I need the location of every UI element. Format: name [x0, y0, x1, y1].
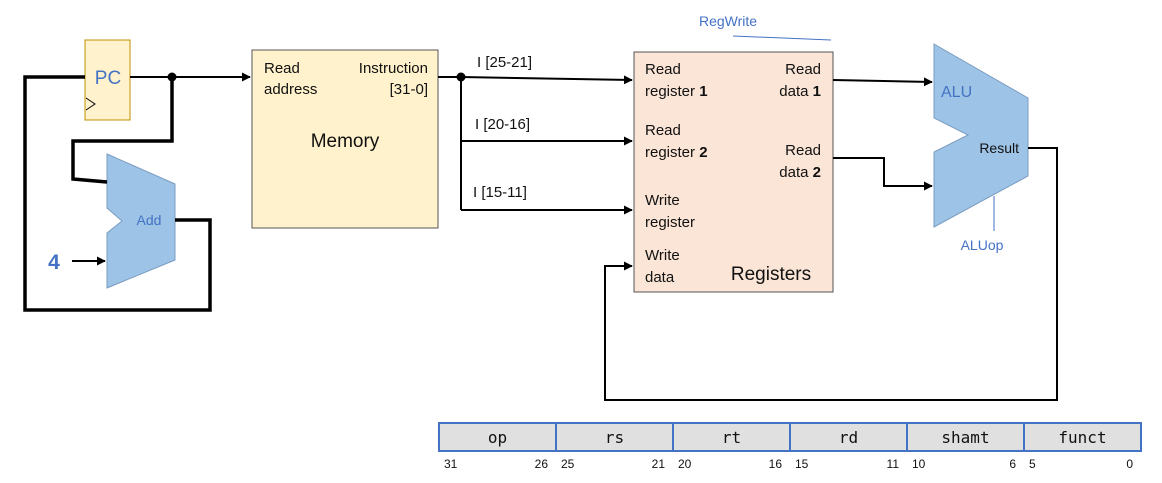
registers-box: [633, 51, 834, 293]
field-low-bit-rt: 16: [769, 457, 783, 471]
field-name-op: op: [488, 428, 507, 447]
read-data-1-wire: [832, 77, 933, 87]
field-cell-rd: [789, 422, 908, 452]
field-high-bit-shamt: 10: [912, 457, 926, 471]
aluop-label: ALUop: [961, 237, 1004, 253]
field-cell-shamt: [906, 422, 1025, 452]
pc-register: PC: [84, 39, 131, 121]
adder-label: Add: [137, 212, 162, 228]
alu-label: ALU: [941, 84, 972, 101]
pc-label: PC: [95, 68, 121, 89]
field-name-shamt: shamt: [941, 428, 989, 447]
read-register-1-label-a: Read: [645, 61, 681, 78]
read-data-1-number: 1: [813, 83, 821, 100]
field-low-bit-rs: 21: [652, 457, 666, 471]
field-low-bit-rd: 11: [887, 457, 900, 471]
registers-title: Registers: [731, 264, 811, 285]
wire-label-25-21: I [25-21]: [477, 54, 532, 71]
read-data-2-label-b: data 2: [779, 164, 821, 181]
field-high-bit-op: 31: [444, 457, 458, 471]
adder-shape: [106, 153, 176, 289]
field-name-rt: rt: [722, 428, 741, 447]
result-writeback-wire: [604, 147, 1058, 401]
read-register-2-label-b: register 2: [645, 144, 708, 161]
instruction-label-1: Instruction: [359, 60, 428, 77]
adder: Add 4: [48, 153, 176, 289]
pc-box: [84, 39, 131, 121]
read-register-1-number: 1: [699, 83, 707, 100]
field-high-bit-funct: 5: [1029, 457, 1036, 471]
instruction-format: op 31 26 rs 25 21 rt 20 16 rd 15 11 shamt 10 6 funct 5 0: [438, 422, 1142, 471]
read-register-2-label-a: Read: [645, 122, 681, 139]
alu-shape: [933, 43, 1029, 228]
read-data-2-label-a: Read: [785, 142, 821, 159]
read-data-2-wire: [833, 157, 933, 191]
instruction-label-2: [31-0]: [390, 81, 428, 98]
read-register-2-word: register: [645, 144, 699, 161]
field-high-bit-rd: 15: [795, 457, 809, 471]
read-address-label-1: Read: [264, 60, 300, 77]
alu-result-label: Result: [979, 140, 1019, 156]
read-data-1-label-a: Read: [785, 61, 821, 78]
pc-to-adder-wire: [71, 77, 174, 184]
memory-box: [251, 49, 439, 229]
read-address-label-2: address: [264, 81, 317, 98]
field-high-bit-rt: 20: [678, 457, 692, 471]
field-name-rs: rs: [605, 428, 624, 447]
clock-triangle-icon: [85, 97, 96, 111]
field-high-bit-rs: 25: [561, 457, 575, 471]
field-name-rd: rd: [839, 428, 858, 447]
wire-label-20-16: I [20-16]: [475, 116, 530, 133]
read-register-2-number: 2: [699, 144, 707, 161]
memory-title: Memory: [311, 131, 380, 152]
read-register-1-word: register: [645, 83, 699, 100]
instruction-memory: Read address Instruction [31-0] Memory: [251, 49, 439, 229]
write-register-label-b: register: [645, 214, 695, 231]
field-name-funct: funct: [1058, 428, 1106, 447]
field-low-bit-shamt: 6: [1009, 457, 1016, 471]
write-register-label-a: Write: [645, 192, 680, 209]
field-cell-funct: [1023, 422, 1142, 452]
read-register-1-label-b: register 1: [645, 83, 708, 100]
constant-four: 4: [48, 251, 60, 274]
regwrite-label: RegWrite: [699, 13, 757, 29]
read-data-2-number: 2: [813, 164, 821, 181]
field-low-bit-funct: 0: [1126, 457, 1133, 471]
field-low-bit-op: 26: [535, 457, 549, 471]
write-data-label-b: data: [645, 269, 675, 286]
read-data-2-word: data: [779, 164, 812, 181]
rs-wire: [460, 75, 633, 85]
read-data-1-label-b: data 1: [779, 83, 821, 100]
register-file: RegWrite Read register 1 Read register 2…: [633, 13, 834, 293]
wires: [23, 72, 1058, 401]
regwrite-line: [732, 35, 832, 41]
alu: ALU Result ALUop: [933, 43, 1029, 253]
read-data-1-word: data: [779, 83, 812, 100]
pc-next-wire: [23, 75, 212, 312]
wire-label-15-11: I [15-11]: [473, 184, 527, 201]
write-data-label-a: Write: [645, 247, 680, 264]
